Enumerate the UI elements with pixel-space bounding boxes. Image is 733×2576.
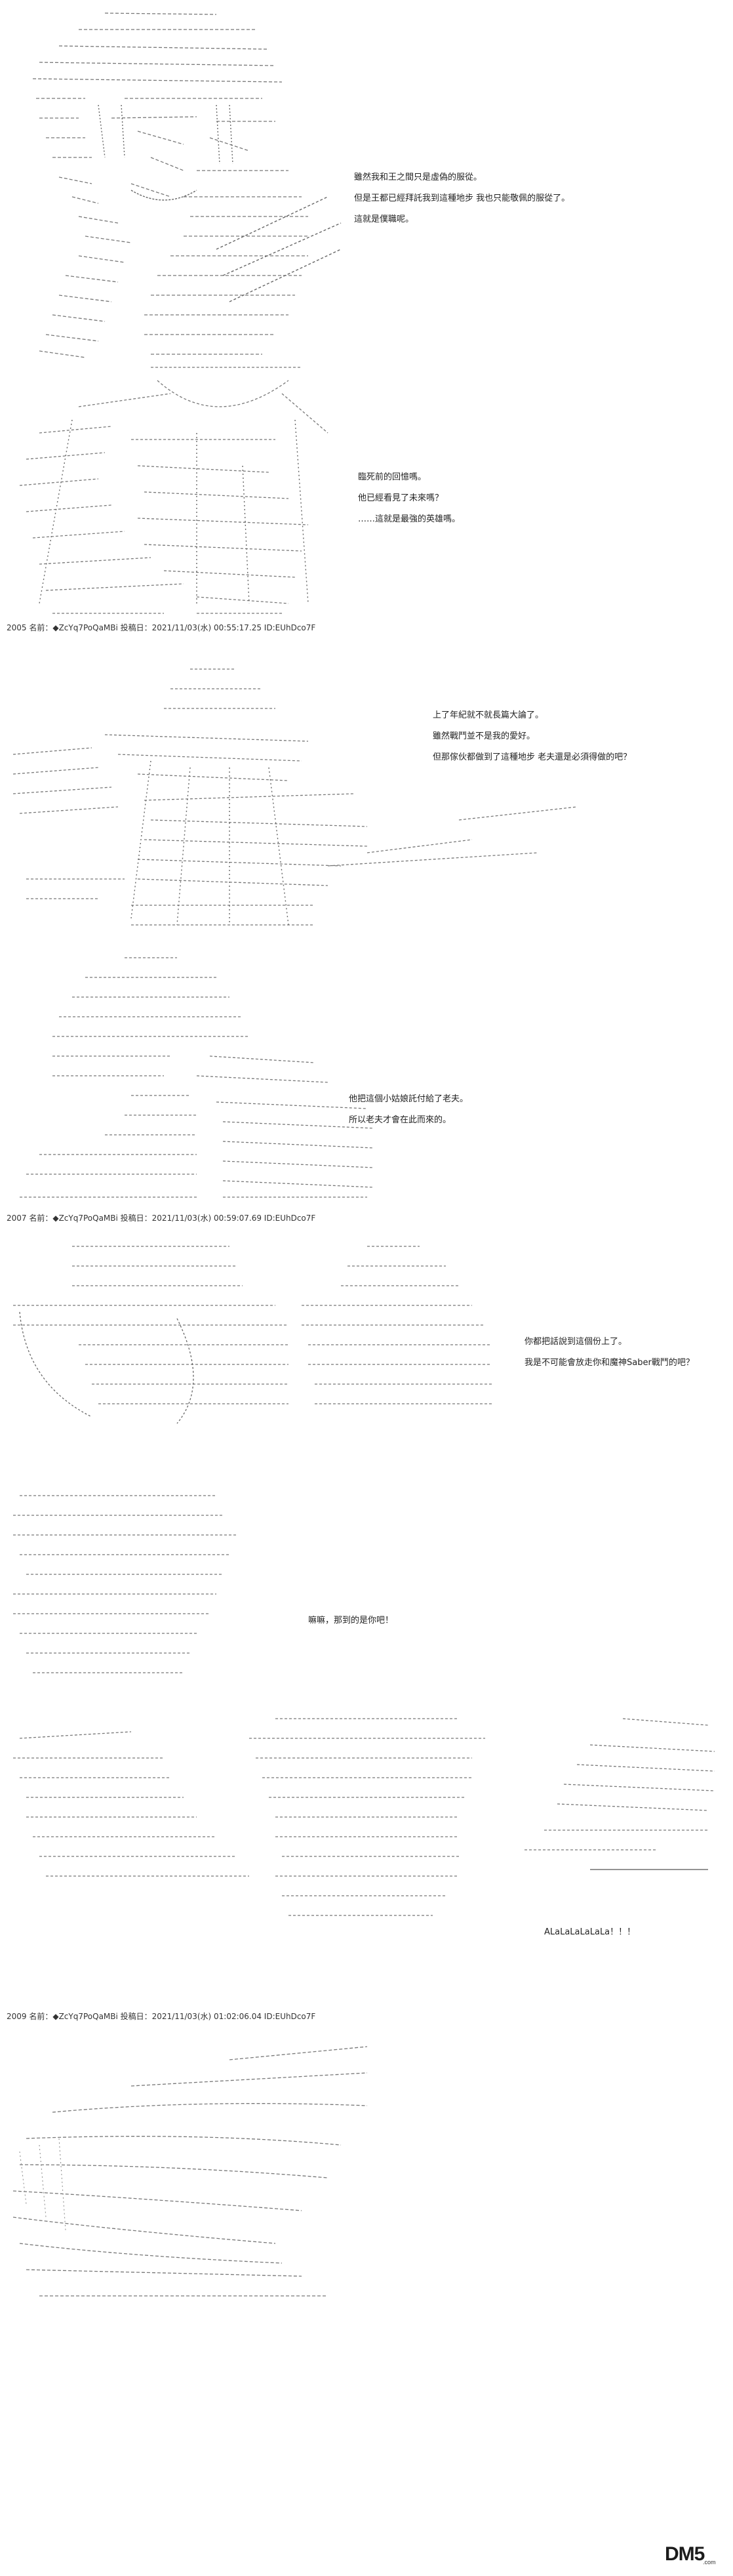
dialog-line: 所以老夫才會在此而來的。 <box>349 1115 452 1125</box>
post-header: 2005 名前：◆ZcYq7PoQaMBi 投稿日：2021/11/03(水) … <box>7 623 316 632</box>
panel-5-ascii-art <box>13 1246 492 1424</box>
panel-2-ascii-art <box>19 367 328 614</box>
site-logo: DM5 .com <box>665 2543 724 2569</box>
dialog-line: 這就是僕職呢。 <box>354 215 414 224</box>
panel-8-artwork <box>0 2034 733 2545</box>
dialog-line: ……這就是最強的英雄嗎。 <box>358 514 461 524</box>
panel-4-artwork <box>0 945 733 1207</box>
post-header: 2009 名前：◆ZcYq7PoQaMBi 投稿日：2021/11/03(水) … <box>7 2012 316 2021</box>
panel-5-artwork <box>0 1233 733 1482</box>
dialog-line: 我是不可能會放走你和魔神Saber戰鬥的吧？ <box>525 1358 694 1368</box>
panel-2-dialog: 臨死前的回憶嗎。 他已經看見了未來嗎？ ……這就是最強的英雄嗎。 <box>358 467 460 530</box>
panel-3-dialog: 上了年紀就不就長篇大論了。 雖然戰鬥並不是我的愛好。 但那傢伙都做到了這種地步 … <box>433 705 631 768</box>
panel-2-artwork <box>0 354 733 623</box>
dialog-line: 但那傢伙都做到了這種地步 老夫還是必須得做的吧？ <box>433 752 632 762</box>
post-header: 2007 名前：◆ZcYq7PoQaMBi 投稿日：2021/11/03(水) … <box>7 1214 316 1223</box>
dialog-line: 但是王都已經拜託我到這種地步 我也只能敬佩的服從了。 <box>354 194 570 203</box>
dialog-line: 他把這個小姑娘託付給了老夫。 <box>349 1094 469 1104</box>
logo-text: DM5 <box>665 2543 705 2565</box>
panel-7-ascii-art <box>13 1718 715 1916</box>
panel-3-artwork <box>0 656 733 945</box>
dialog-line: 你都把話說到這個份上了。 <box>525 1337 627 1347</box>
dialog-line: 他已經看見了未來嗎？ <box>358 493 444 503</box>
panel-7-artwork <box>0 1699 733 1948</box>
panel-1-dialog: 雖然我和王之間只是虛偽的服從。 但是王都已經拜託我到這種地步 我也只能敬佩的服從… <box>354 167 570 230</box>
panel-4-ascii-art <box>20 957 374 1198</box>
panel-6-dialog: 嘛嘛，那到的是你吧！ <box>308 1610 393 1631</box>
panel-1-artwork <box>0 0 733 367</box>
dialog-line: 上了年紀就不就長篇大論了。 <box>433 710 544 720</box>
panel-7-dialog: ALaLaLaLaLaLa！！！ <box>544 1922 635 1943</box>
panel-3-ascii-art <box>12 668 578 926</box>
dialog-line: ALaLaLaLaLaLa！！！ <box>544 1927 636 1937</box>
dialog-line: 雖然戰鬥並不是我的愛好。 <box>433 731 536 741</box>
logo-sub-text: .com <box>703 2559 716 2566</box>
panel-1-ascii-art <box>32 12 342 358</box>
panel-6-artwork <box>0 1482 733 1699</box>
panel-8-ascii-art <box>12 2046 368 2297</box>
dialog-line: 嘛嘛，那到的是你吧！ <box>308 1616 394 1625</box>
panel-6-ascii-art <box>13 1495 236 1673</box>
dialog-line: 雖然我和王之間只是虛偽的服從。 <box>354 173 483 182</box>
dialog-line: 臨死前的回憶嗎。 <box>358 472 427 482</box>
panel-4-dialog: 他把這個小姑娘託付給了老夫。 所以老夫才會在此而來的。 <box>349 1089 468 1131</box>
panel-5-dialog: 你都把話說到這個份上了。 我是不可能會放走你和魔神Saber戰鬥的吧？ <box>525 1332 694 1374</box>
